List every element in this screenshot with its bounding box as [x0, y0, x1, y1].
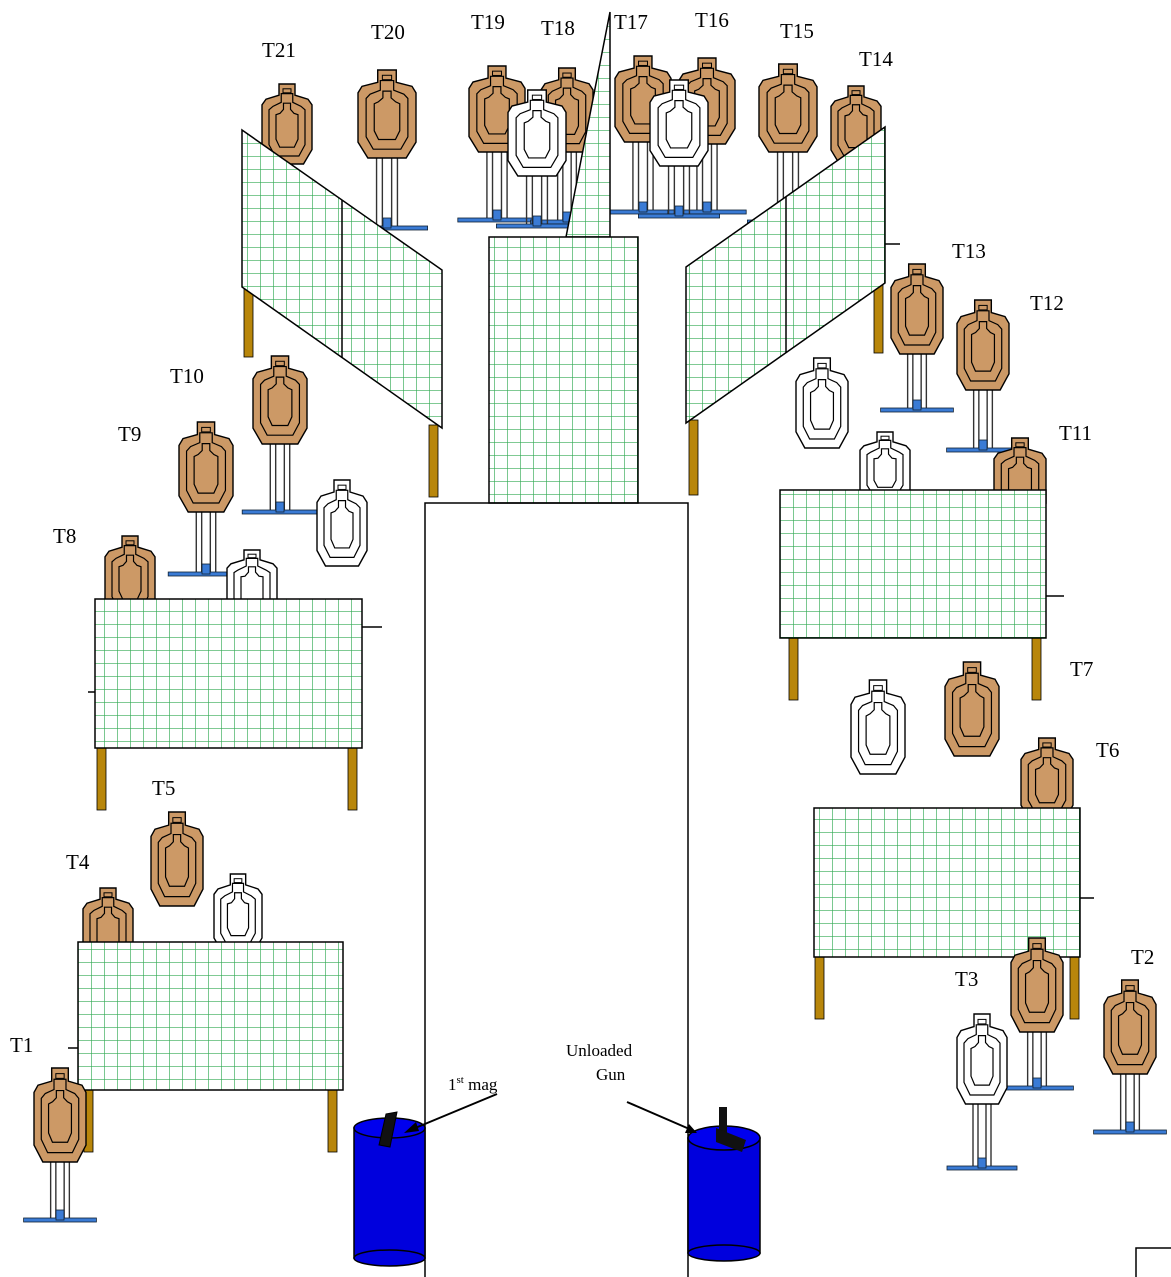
wall-center-panel: [488, 236, 639, 504]
gun-barrel: [687, 1107, 761, 1262]
label-t20: T20: [371, 20, 405, 44]
magazine-icon: [378, 1111, 398, 1148]
label-t21: T21: [262, 38, 296, 62]
gun-arrow: [626, 1101, 695, 1132]
table-right-upper: [779, 489, 1047, 701]
wall-right: [685, 125, 900, 496]
mag-arrow: [407, 1093, 498, 1132]
corner-box: [1135, 1247, 1171, 1277]
label-t13: T13: [952, 239, 986, 263]
no-shoot-back-right: [638, 79, 721, 219]
label-t12: T12: [1030, 291, 1064, 315]
mid-layer: [82, 263, 1074, 969]
label-t5: T5: [152, 776, 175, 800]
mag-label: 1st mag: [448, 1074, 498, 1094]
walls-layer: [241, 11, 900, 504]
table-right-lower: [813, 807, 1081, 1020]
label-t7: T7: [1070, 657, 1093, 681]
label-t16: T16: [695, 8, 729, 32]
target-labels: T1 T2 T3 T4 T5 T6 T7 T8 T9 T10 T11 T12 T…: [10, 8, 1154, 1057]
label-t4: T4: [66, 850, 90, 874]
target-t21: [261, 83, 313, 165]
table-left-upper: [94, 598, 363, 811]
label-t17: T17: [614, 10, 648, 34]
gun-label-line1: Unloaded: [566, 1041, 633, 1060]
label-t14: T14: [859, 47, 893, 71]
label-t18: T18: [541, 16, 575, 40]
tables-layer: [68, 489, 1094, 1153]
no-shoot-right-mid-2: [859, 431, 911, 503]
table-left-lower: [77, 941, 344, 1153]
target-t1: [23, 1067, 97, 1223]
target-t13: [880, 263, 954, 413]
target-t12: [946, 299, 1020, 453]
target-t7-stand: [944, 661, 1000, 757]
no-shoot-right-mid: [795, 357, 849, 449]
target-t5: [150, 811, 204, 907]
no-shoot-t3: [946, 1013, 1018, 1171]
pistol-icon: [716, 1107, 746, 1152]
label-t15: T15: [780, 19, 814, 43]
label-t2: T2: [1131, 945, 1154, 969]
label-t8: T8: [53, 524, 76, 548]
front-layer: [23, 937, 1167, 1223]
target-t9: [167, 421, 245, 577]
label-t1: T1: [10, 1033, 33, 1057]
no-shoot-left-mid: [316, 479, 368, 567]
target-t10: [241, 355, 319, 515]
target-t3-stand: [1000, 937, 1074, 1091]
label-t9: T9: [118, 422, 141, 446]
label-t3: T3: [955, 967, 978, 991]
target-t20: [345, 69, 428, 231]
mag-barrel: [353, 1111, 426, 1267]
target-t6: [1020, 737, 1074, 821]
back-layer: [261, 55, 882, 231]
target-t8: [104, 535, 156, 617]
label-t10: T10: [170, 364, 204, 388]
wall-center: [488, 11, 639, 504]
no-shoot-back-left: [495, 89, 578, 229]
no-shoot-t6-area: [850, 679, 906, 775]
wall-left: [241, 128, 443, 498]
target-t15: [747, 63, 830, 225]
gun-label-line2: Gun: [596, 1065, 626, 1084]
no-shoot-left-low: [213, 873, 263, 953]
label-t6: T6: [1096, 738, 1119, 762]
target-t2: [1093, 979, 1167, 1135]
shooting-lane: [424, 502, 689, 1277]
label-t11: T11: [1059, 421, 1092, 445]
label-t19: T19: [471, 10, 505, 34]
